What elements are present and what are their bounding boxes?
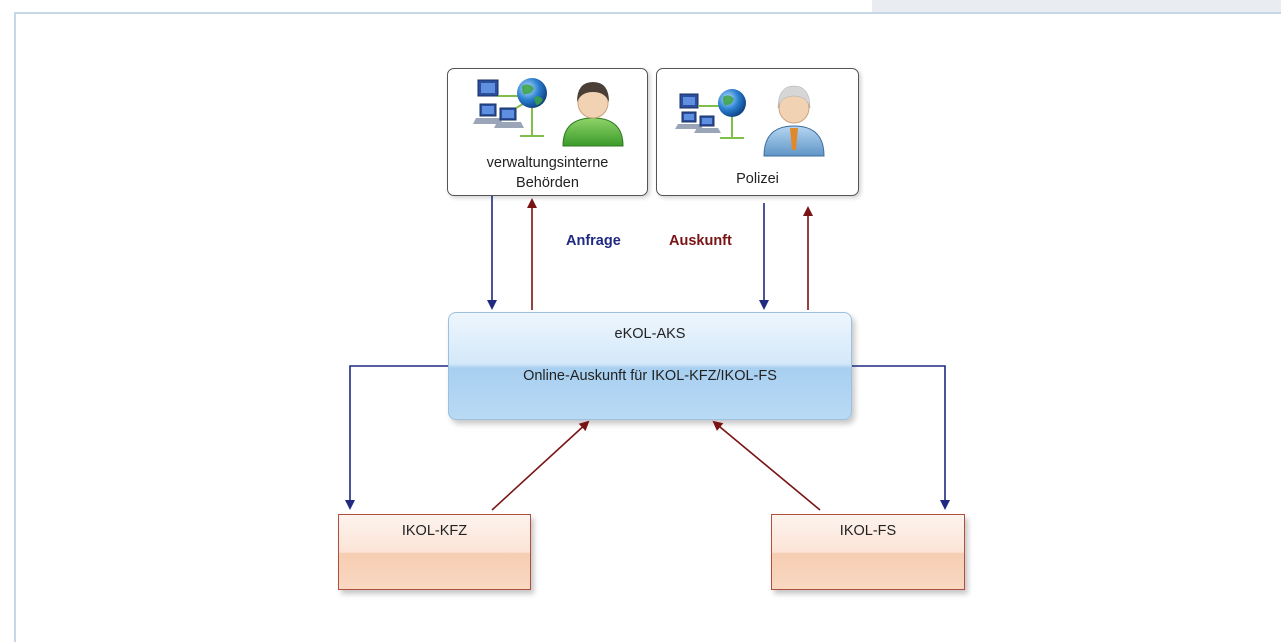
content-frame (14, 12, 1281, 642)
person-officer-icon (763, 85, 825, 157)
legend-response-label: Auskunft (669, 233, 732, 249)
network-computer-icon-police (675, 89, 746, 139)
db-label-ikol-fs: IKOL-FS (839, 523, 897, 539)
arrow-response-ikol-fs (712, 420, 821, 511)
arrow-request-ikol-kfz (345, 365, 448, 510)
top-tab-strip (872, 0, 1281, 12)
arrow-response-ikol-kfz (491, 420, 590, 511)
network-computer-icon-agencies (473, 78, 547, 137)
actor-label-agencies-line2: Behörden (516, 175, 579, 191)
arrow-request-ikol-fs (852, 365, 950, 510)
person-green-icon (562, 82, 624, 147)
db-box-ikol-fs: IKOL-FS (771, 514, 965, 590)
actor-label-police: Polizei (736, 171, 779, 187)
actor-label-agencies: verwaltungsinterne Behörden (448, 153, 647, 193)
legend-request-label: Anfrage (566, 233, 621, 249)
hub-ekol-aks: eKOL-AKS Online-Auskunft für IKOL-KFZ/IK… (448, 312, 852, 420)
db-box-ikol-kfz: IKOL-KFZ (338, 514, 531, 590)
hub-title: eKOL-AKS (614, 326, 686, 342)
actor-box-police: Polizei (656, 68, 859, 196)
db-label-ikol-kfz: IKOL-KFZ (401, 523, 468, 539)
actor-label-agencies-line1: verwaltungsinterne (486, 155, 609, 171)
hub-subtitle: Online-Auskunft für IKOL-KFZ/IKOL-FS (523, 368, 777, 384)
